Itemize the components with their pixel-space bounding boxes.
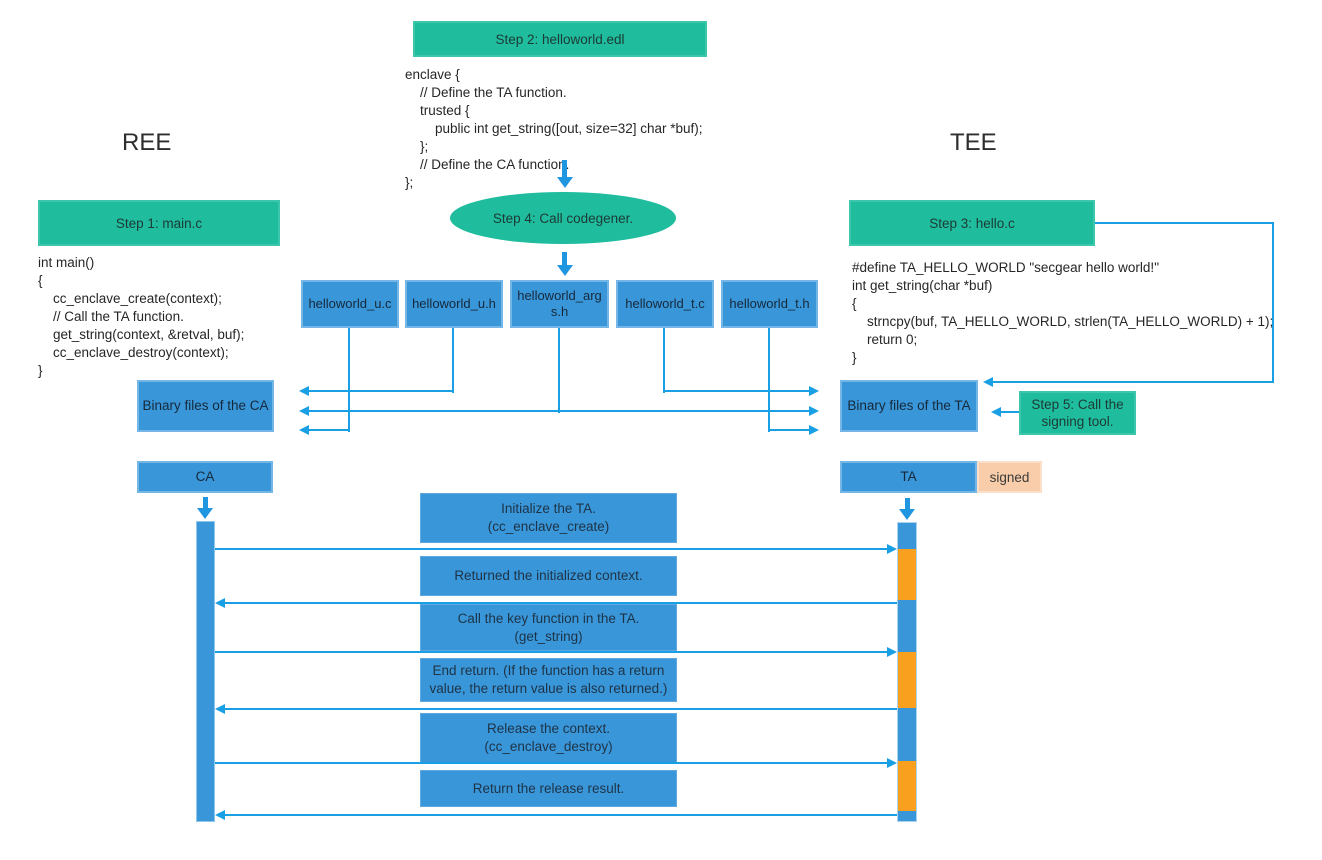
- edl-code-line: // Define the CA function.: [405, 157, 570, 172]
- connector-line: [663, 328, 665, 393]
- message-label: Return the release result.: [420, 770, 677, 807]
- main-c-code-line: cc_enclave_destroy(context);: [38, 345, 229, 360]
- arrowhead-right-icon: [809, 406, 819, 416]
- connector-line: [308, 429, 350, 431]
- binary-ta-box: Binary files of the TA: [840, 380, 978, 432]
- hello-c-code-line: return 0;: [852, 332, 918, 347]
- hello-c-code-line: #define TA_HELLO_WORLD "secgear hello wo…: [852, 260, 1159, 275]
- tee-heading: TEE: [950, 129, 997, 156]
- edl-code-line: trusted {: [405, 103, 470, 118]
- down-arrow: [203, 497, 208, 509]
- step5-box: Step 5: Call the signing tool.: [1019, 391, 1136, 435]
- ree-heading: REE: [122, 129, 172, 156]
- ta-lifeline: [897, 522, 917, 822]
- arrowhead-left-icon: [299, 406, 309, 416]
- generated-file-box: helloworld_u.c: [301, 280, 399, 328]
- ta-activation-segment: [898, 761, 916, 811]
- main-c-code-block: int main() { cc_enclave_create(context);…: [38, 254, 244, 380]
- down-arrow-head-icon: [557, 177, 573, 188]
- arrowhead-left-icon: [215, 598, 225, 608]
- ta-activation-segment: [898, 811, 916, 821]
- edl-code-line: public int get_string([out, size=32] cha…: [405, 121, 703, 136]
- arrowhead-right-icon: [887, 544, 897, 554]
- binary-ca-box: Binary files of the CA: [137, 380, 274, 432]
- message-label: Release the context. (cc_enclave_destroy…: [420, 713, 677, 763]
- arrowhead-left-icon: [299, 386, 309, 396]
- arrowhead-left-icon: [299, 425, 309, 435]
- step2-box: Step 2: helloworld.edl: [413, 21, 707, 57]
- edl-code-line: enclave {: [405, 67, 460, 82]
- step3-box: Step 3: hello.c: [849, 200, 1095, 246]
- connector-line: [992, 381, 1274, 383]
- down-arrow-head-icon: [899, 509, 915, 520]
- message-arrow: [215, 651, 889, 653]
- connector-line: [769, 429, 810, 431]
- arrowhead-right-icon: [809, 386, 819, 396]
- connector-line: [1272, 222, 1274, 383]
- connector-line: [558, 328, 560, 413]
- hello-c-code-line: {: [852, 296, 857, 311]
- arrowhead-right-icon: [809, 425, 819, 435]
- connector-line: [664, 390, 810, 392]
- message-label: Call the key function in the TA. (get_st…: [420, 604, 677, 651]
- message-arrow: [224, 814, 897, 816]
- hello-c-code-block: #define TA_HELLO_WORLD "secgear hello wo…: [852, 259, 1273, 367]
- edl-code-line: // Define the TA function.: [405, 85, 567, 100]
- message-label: Initialize the TA. (cc_enclave_create): [420, 493, 677, 543]
- signed-badge: signed: [977, 461, 1042, 493]
- ca-lifeline: [196, 521, 215, 822]
- message-label: End return. (If the function has a retur…: [420, 658, 677, 702]
- ta-box: TA: [840, 461, 977, 493]
- main-c-code-line: int main(): [38, 255, 95, 270]
- down-arrow: [562, 160, 567, 178]
- edl-code-line: };: [405, 139, 429, 154]
- connector-line: [1095, 222, 1274, 224]
- connector-line: [452, 328, 454, 393]
- edl-code-line: };: [405, 175, 414, 190]
- down-arrow: [562, 252, 567, 266]
- connector-line: [308, 410, 810, 412]
- main-c-code-line: {: [38, 273, 43, 288]
- main-c-code-line: get_string(context, &retval, buf);: [38, 327, 245, 342]
- generated-file-box: helloworld_args.h: [510, 280, 609, 328]
- message-label: Returned the initialized context.: [420, 556, 677, 596]
- arrowhead-left-icon: [215, 704, 225, 714]
- hello-c-code-line: }: [852, 350, 857, 365]
- message-arrow: [224, 708, 897, 710]
- hello-c-code-line: int get_string(char *buf): [852, 278, 993, 293]
- generated-file-box: helloworld_t.h: [721, 280, 818, 328]
- step4-codegen-ellipse: Step 4: Call codegener.: [450, 192, 676, 244]
- ca-box: CA: [137, 461, 273, 493]
- connector-line: [1000, 411, 1019, 413]
- arrowhead-right-icon: [887, 647, 897, 657]
- ta-activation-segment: [898, 600, 916, 652]
- arrowhead-right-icon: [887, 758, 897, 768]
- connector-line: [768, 328, 770, 432]
- ta-activation-segment: [898, 523, 916, 549]
- down-arrow: [905, 498, 910, 510]
- generated-file-box: helloworld_u.h: [405, 280, 503, 328]
- main-c-code-line: cc_enclave_create(context);: [38, 291, 222, 306]
- message-arrow: [215, 548, 889, 550]
- main-c-code-line: // Call the TA function.: [38, 309, 184, 324]
- message-arrow: [224, 602, 897, 604]
- step1-box: Step 1: main.c: [38, 200, 280, 246]
- ta-activation-segment: [898, 708, 916, 761]
- arrowhead-left-icon: [991, 407, 1001, 417]
- arrowhead-left-icon: [983, 377, 993, 387]
- message-arrow: [215, 762, 889, 764]
- generated-file-box: helloworld_t.c: [616, 280, 714, 328]
- connector-line: [308, 390, 454, 392]
- ta-activation-segment: [898, 652, 916, 708]
- down-arrow-head-icon: [197, 508, 213, 519]
- down-arrow-head-icon: [557, 265, 573, 276]
- main-c-code-line: }: [38, 363, 43, 378]
- arrowhead-left-icon: [215, 810, 225, 820]
- hello-c-code-line: strncpy(buf, TA_HELLO_WORLD, strlen(TA_H…: [852, 314, 1274, 329]
- ta-activation-segment: [898, 549, 916, 600]
- connector-line: [348, 328, 350, 432]
- edl-code-block: enclave { // Define the TA function. tru…: [405, 66, 703, 192]
